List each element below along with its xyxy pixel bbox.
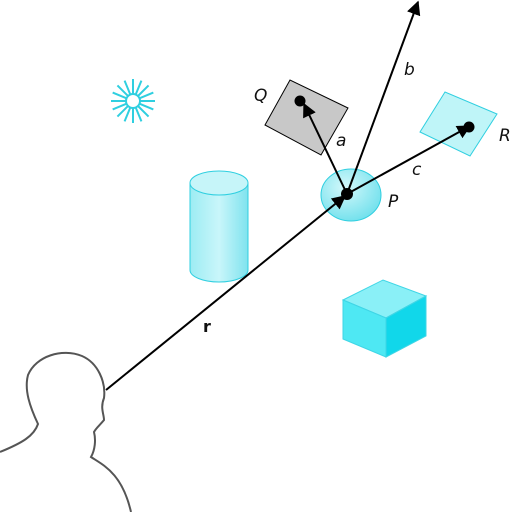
sun-ray <box>136 104 150 118</box>
label-r-vector: r <box>203 317 211 336</box>
sun-ray <box>123 80 132 96</box>
label-q: Q <box>254 86 267 106</box>
vector-r <box>105 195 347 391</box>
vector-b <box>346 0 421 195</box>
sun-ray <box>123 106 132 122</box>
sun-ray <box>134 106 143 122</box>
sun-ray <box>136 84 150 98</box>
vector-c <box>346 125 472 195</box>
sun-ray <box>116 104 130 118</box>
cube <box>341 279 428 358</box>
sun-ray <box>112 91 128 100</box>
sun-ray <box>138 91 154 100</box>
sun-ray <box>116 84 130 98</box>
label-a: a <box>336 131 346 151</box>
label-b: b <box>404 60 415 80</box>
point-q <box>294 95 306 107</box>
vector-a <box>303 102 348 195</box>
person-silhouette-icon <box>0 351 132 512</box>
sun-ray <box>138 102 154 111</box>
label-c: c <box>412 160 422 180</box>
point-r <box>463 121 475 133</box>
cylinder <box>189 170 249 283</box>
label-r-point: R <box>499 126 511 146</box>
label-p: P <box>388 192 399 212</box>
sun-ray <box>112 102 128 111</box>
sun-ray <box>134 80 143 96</box>
sun-icon <box>111 79 155 123</box>
point-p <box>341 188 353 200</box>
sun-core <box>125 93 141 109</box>
r-plane <box>419 91 498 157</box>
